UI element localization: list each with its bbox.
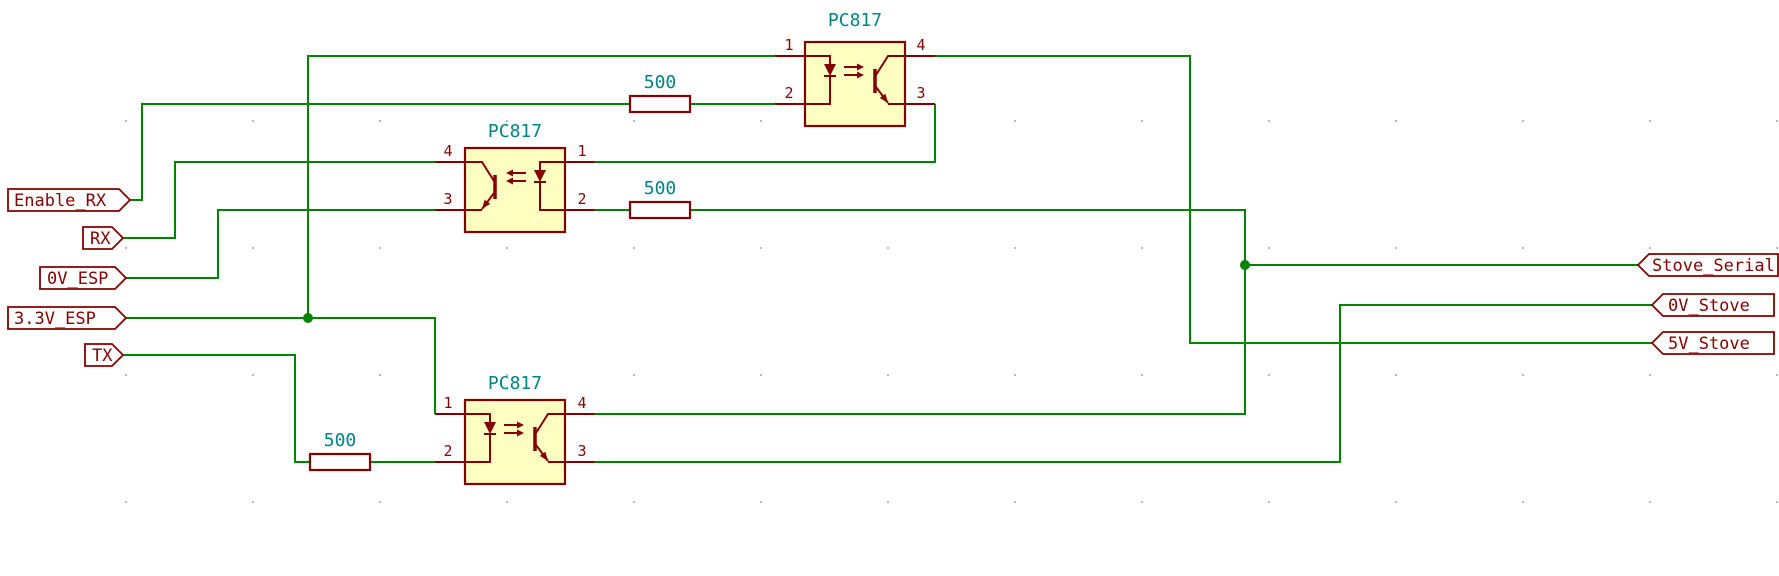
port-label-text: 0V_Stove [1668, 296, 1750, 316]
wire-net-0v-stove[interactable] [595, 304, 1652, 463]
optocoupler-bottom[interactable]: PC817 1 2 4 3 [433, 373, 597, 486]
resistor-top[interactable]: 500 [628, 72, 692, 114]
port-label-text: Enable_RX [14, 191, 107, 211]
wire-net-opto1-to-opto2[interactable] [595, 104, 936, 163]
port-label-3v3-esp[interactable]: 3.3V_ESP [7, 306, 128, 330]
pin-number: 1 [577, 142, 586, 160]
port-tag-shape [1650, 331, 1775, 355]
port-label-5v-stove[interactable]: 5V_Stove [1650, 331, 1775, 355]
resistor-body[interactable] [308, 452, 372, 472]
wires [123, 55, 1652, 463]
wire-net-stove-serial[interactable] [595, 209, 1638, 415]
port-tag-shape [7, 306, 128, 330]
resistor-value[interactable]: 500 [644, 72, 677, 93]
pin-number: 3 [443, 190, 452, 208]
pin-number: 1 [443, 394, 452, 412]
port-tag-shape [1650, 293, 1775, 317]
port-label-text: Stove_Serial [1652, 256, 1775, 276]
resistor-bottom[interactable]: 500 [308, 430, 372, 472]
pin-number: 4 [916, 36, 925, 54]
resistor-body[interactable] [628, 200, 692, 220]
optocoupler-middle[interactable]: PC817 4 3 1 2 [433, 121, 597, 234]
port-label-text: 5V_Stove [1668, 334, 1750, 354]
pin-number: 2 [443, 442, 452, 460]
part-name[interactable]: PC817 [488, 373, 542, 394]
pin-number: 4 [443, 142, 452, 160]
pin-number: 1 [784, 36, 793, 54]
pin-number: 3 [916, 84, 925, 102]
pin-number: 3 [577, 442, 586, 460]
port-label-text: TX [92, 346, 113, 366]
port-label-0v-stove[interactable]: 0V_Stove [1650, 293, 1775, 317]
junction-dot [303, 313, 313, 323]
resistor-value[interactable]: 500 [324, 430, 357, 451]
port-label-text: 3.3V_ESP [14, 309, 96, 329]
port-label-rx[interactable]: RX [82, 226, 125, 250]
port-label-text: RX [90, 229, 111, 249]
part-name[interactable]: PC817 [488, 121, 542, 142]
port-label-tx[interactable]: TX [84, 343, 125, 367]
port-label-stove-serial[interactable]: Stove_Serial [1636, 253, 1779, 277]
wire-net-tx[interactable] [123, 354, 435, 463]
port-tag-shape [39, 266, 128, 290]
wire-net-0v-esp[interactable] [126, 209, 435, 279]
port-tag-shape [1636, 253, 1779, 277]
optocoupler-top[interactable]: PC817 1 2 4 3 [773, 10, 937, 128]
resistor-body[interactable] [628, 94, 692, 114]
resistor-value[interactable]: 500 [644, 178, 677, 199]
port-label-0v-esp[interactable]: 0V_ESP [39, 266, 128, 290]
pin-number: 2 [784, 84, 793, 102]
wire-net-3v3-esp[interactable] [126, 55, 775, 414]
wire-net-5v-stove[interactable] [935, 55, 1652, 344]
pin-number: 2 [577, 190, 586, 208]
pin-number: 4 [577, 394, 586, 412]
port-tag-shape [82, 226, 125, 250]
junction-dot [1240, 260, 1250, 270]
wire-net-rx[interactable] [123, 161, 435, 239]
part-name[interactable]: PC817 [828, 10, 882, 31]
port-label-text: 0V_ESP [47, 269, 108, 289]
port-tag-shape [84, 343, 125, 367]
wire-net-enable-rx[interactable] [130, 103, 775, 201]
port-tag-shape [7, 188, 132, 212]
port-label-enable-rx[interactable]: Enable_RX [7, 188, 132, 212]
resistor-middle[interactable]: 500 [628, 178, 692, 220]
